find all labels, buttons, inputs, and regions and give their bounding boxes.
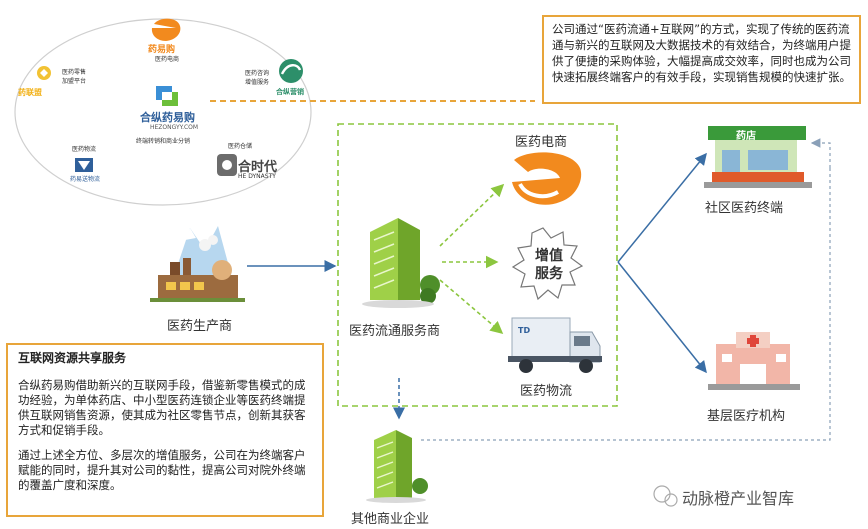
- hezong-center-caption: 终端转销和商业分销: [136, 138, 191, 145]
- heshidai-brand: 合时代: [238, 160, 278, 175]
- value-service-label: 增值服务: [535, 248, 563, 282]
- yaolianmeng-caption-1: 医药零售: [62, 69, 87, 76]
- yaoyigou-brand: 药易购: [148, 45, 176, 55]
- pharmacy-store-icon: [704, 126, 812, 188]
- logistics-label: 医药物流: [520, 384, 573, 399]
- top-right-note-text: 公司通过“医药流通+互联网”的方式，实现了传统的医药流通与新兴的互联网及大数据技…: [552, 22, 851, 84]
- manufacturer-label: 医药生产商: [167, 319, 233, 334]
- hezong-marketing-logo-icon: [279, 59, 303, 83]
- arrow-to-community: [617, 152, 707, 263]
- hospital-icon: [708, 332, 800, 390]
- hezong-marketing-caption-1: 医药咨询: [245, 70, 270, 77]
- logistics-logo-icon: [75, 158, 93, 172]
- hezong-center-logo-icon: [156, 86, 178, 106]
- arrow-to-logistics: [439, 279, 504, 335]
- heshidai-sub: HE DYNASTY: [238, 173, 276, 180]
- yaoyigou-logo-icon: [151, 18, 181, 41]
- wechat-icon: [653, 485, 678, 507]
- pharmacy-sign: 药店: [736, 131, 756, 142]
- top-right-note: 公司通过“医药流通+互联网”的方式，实现了传统的医药流通与新兴的互联网及大数据技…: [542, 15, 861, 104]
- community-terminal-label: 社区医药终端: [705, 201, 784, 216]
- yaolianmeng-brand: 药联盟: [18, 88, 42, 97]
- svg-text:TD: TD: [518, 326, 530, 335]
- arrow-to-ecommerce: [439, 183, 505, 247]
- resource-sharing-para-2: 通过上述全方位、多层次的增值服务，公司在为终端客户赋能的同时，提升其对公司的黏性…: [18, 448, 306, 492]
- heshidai-logo-icon: [217, 154, 237, 176]
- distributor-label: 医药流通服务商: [349, 324, 441, 339]
- watermark-text: 动脉橙产业智库: [682, 489, 795, 508]
- value-service-starburst-icon: [511, 227, 584, 301]
- heshidai-caption: 医药仓储: [228, 143, 253, 150]
- logistics-caption: 医药物流: [72, 146, 97, 153]
- hezong-marketing-caption-2: 增值服务: [245, 79, 270, 86]
- arrow-to-primary-care: [617, 261, 707, 374]
- other-business-label: 其他商业企业: [351, 512, 430, 527]
- feedback-line-community: [810, 138, 831, 168]
- resource-sharing-title: 互联网资源共享服务: [18, 351, 127, 365]
- ecommerce-logo-icon: [512, 152, 582, 205]
- yaoyigou-caption: 医药电商: [155, 56, 180, 63]
- hezong-center-sub: HEZONGYY.COM: [150, 124, 199, 131]
- ecommerce-label: 医药电商: [515, 135, 568, 150]
- building-icon: [362, 218, 440, 308]
- factory-icon: [150, 226, 245, 302]
- resource-sharing-para-1: 合纵药易购借助新兴的互联网手段，借鉴新零售模式的成功经验，为单体药店、中小型医药…: [18, 378, 306, 437]
- logistics-brand: 药易送物流: [70, 176, 101, 183]
- yaolianmeng-logo-icon: [37, 66, 51, 80]
- feedback-line-right: [420, 168, 831, 441]
- primary-care-label: 基层医疗机构: [707, 409, 786, 424]
- truck-icon: TD: [508, 317, 602, 373]
- hezong-marketing-brand: 合纵营销: [276, 88, 304, 96]
- yaolianmeng-caption-2: 加盟平台: [62, 78, 87, 85]
- other-business-building-icon: [366, 430, 428, 503]
- hezong-center-brand: 合纵药易购: [140, 111, 195, 124]
- resource-sharing-note: 互联网资源共享服务 合纵药易购借助新兴的互联网手段，借鉴新零售模式的成功经验，为…: [6, 343, 324, 517]
- distributor-dashed-box: [337, 123, 618, 407]
